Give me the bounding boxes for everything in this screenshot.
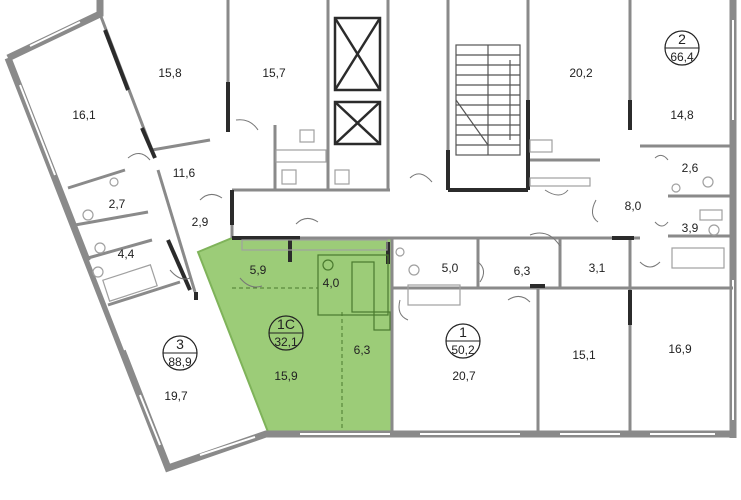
apartment-area: 50,2 xyxy=(451,343,475,357)
room-area-15-9: 15,9 xyxy=(274,369,298,383)
room-area-15-8: 15,8 xyxy=(158,66,182,80)
room-area-14-8: 14,8 xyxy=(670,108,694,122)
apartment-marker-3[interactable]: 3 88,9 xyxy=(162,335,198,371)
apartment-number: 1C xyxy=(277,316,295,332)
room-area-2-6: 2,6 xyxy=(682,161,699,175)
apartment-marker-1c[interactable]: 1C 32,1 xyxy=(268,315,304,351)
apartment-area: 66,4 xyxy=(670,50,694,64)
windows xyxy=(19,20,734,456)
room-area-2-7: 2,7 xyxy=(109,197,126,211)
room-area-6-3-kitchen: 6,3 xyxy=(354,343,371,357)
room-area-4-4: 4,4 xyxy=(118,247,135,261)
apartment-marker-1[interactable]: 1 50,2 xyxy=(445,323,481,359)
apartment-number: 2 xyxy=(678,31,686,47)
room-area-15-1: 15,1 xyxy=(572,348,596,362)
zone-lines xyxy=(232,287,343,430)
fixtures xyxy=(82,129,725,331)
room-area-20-7: 20,7 xyxy=(452,369,476,383)
elevator-shafts xyxy=(333,16,382,146)
room-area-3-9: 3,9 xyxy=(682,221,699,235)
apartment-area: 88,9 xyxy=(168,355,192,369)
room-area-20-2: 20,2 xyxy=(569,66,593,80)
dark-walls xyxy=(103,29,634,325)
room-area-11-6: 11,6 xyxy=(173,166,196,180)
room-area-8-0: 8,0 xyxy=(625,199,642,213)
door-swings xyxy=(127,119,669,321)
room-area-2-9: 2,9 xyxy=(192,215,209,229)
room-area-4-0: 4,0 xyxy=(323,276,340,290)
room-area-6-3-corridor: 6,3 xyxy=(514,264,531,278)
room-area-16-1: 16,1 xyxy=(72,108,96,122)
staircase xyxy=(455,44,521,156)
room-area-3-1: 3,1 xyxy=(589,261,606,275)
room-area-15-7: 15,7 xyxy=(262,66,286,80)
room-area-16-9: 16,9 xyxy=(668,342,692,356)
room-area-5-0: 5,0 xyxy=(442,261,459,275)
apartment-area: 32,1 xyxy=(274,335,298,349)
apartment-marker-2[interactable]: 2 66,4 xyxy=(664,30,700,66)
room-area-19-7: 19,7 xyxy=(164,389,188,403)
apartment-number: 3 xyxy=(176,336,184,352)
apartment-number: 1 xyxy=(459,324,467,340)
room-labels: 15,8 16,1 15,7 20,2 14,8 11,6 2,7 4,4 2,… xyxy=(72,66,698,403)
room-area-5-9: 5,9 xyxy=(250,263,267,277)
